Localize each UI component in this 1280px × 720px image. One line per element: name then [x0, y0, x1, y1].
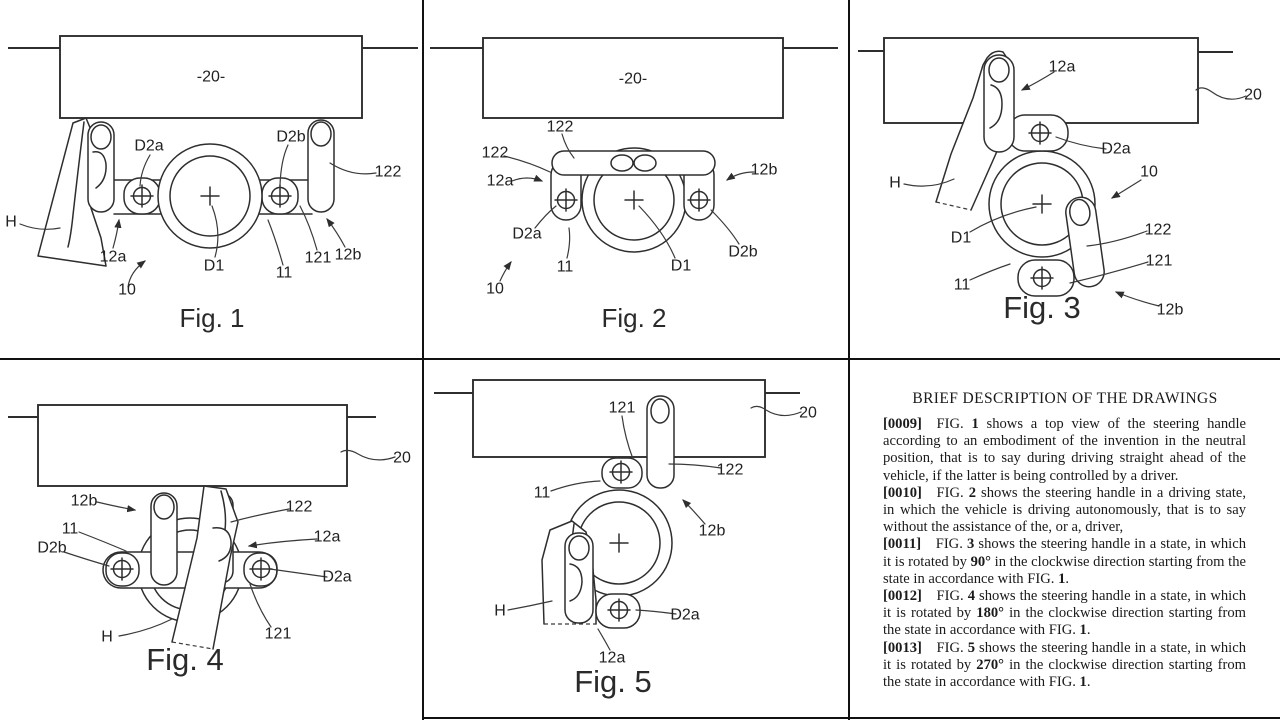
- steering-handle-bottom: [595, 593, 641, 629]
- figure-3-caption: Fig. 3: [1003, 290, 1081, 325]
- figure-ref-label: H: [5, 214, 17, 231]
- figure-ref-label: 121: [1146, 253, 1173, 270]
- leader-lines: [507, 405, 802, 651]
- figure-ref-label: -20-: [197, 69, 225, 86]
- vertical-divider-2: [848, 0, 850, 720]
- figure-ref-label: D1: [204, 258, 225, 275]
- steering-column: [8, 35, 418, 119]
- figure-ref-label: 122: [1145, 222, 1172, 239]
- description-paragraph: [0012] FIG. 4 shows the steering handle …: [883, 588, 1246, 639]
- description-paragraph: [0013] FIG. 5 shows the steering handle …: [883, 639, 1246, 691]
- driver-hand: [541, 520, 597, 625]
- description-paragraph: [0011] FIG. 3 shows the steering handle …: [883, 536, 1246, 587]
- steering-column: [430, 37, 838, 119]
- figure-1-caption: Fig. 1: [179, 303, 245, 333]
- figure-ref-label: D1: [671, 258, 692, 275]
- figure-ref-label: 12a: [1049, 59, 1076, 76]
- figure-ref-label: 121: [609, 400, 636, 417]
- figure-ref-label: 11: [276, 265, 293, 282]
- driver-hand: [935, 50, 1015, 211]
- figure-ref-label: H: [494, 603, 506, 620]
- right-grip: [307, 119, 335, 213]
- steering-handle: [550, 147, 716, 253]
- driver-hand: [171, 485, 239, 650]
- vertical-divider-1: [422, 0, 424, 720]
- leader-lines: [499, 133, 755, 282]
- brief-description-panel: BRIEF DESCRIPTION OF THE DRAWINGS [0009]…: [850, 360, 1280, 717]
- description-title: BRIEF DESCRIPTION OF THE DRAWINGS: [912, 390, 1218, 407]
- description-paragraph: [0009] FIG. 1 shows a top view of the st…: [883, 416, 1246, 484]
- steering-handle: [113, 119, 335, 249]
- figure-ref-label: D2b: [37, 540, 66, 557]
- figure-ref-label: 12b: [751, 162, 778, 179]
- figure-ref-label: 10: [486, 281, 504, 298]
- figure-ref-label: 10: [1140, 164, 1158, 181]
- figure-ref-label: 122: [375, 164, 402, 181]
- figure-ref-label: 121: [305, 250, 332, 267]
- figure-ref-label: 122: [547, 119, 574, 136]
- figure-4-caption: Fig. 4: [146, 642, 224, 677]
- lower-grip: [1065, 196, 1105, 288]
- figure-ref-label: D2a: [512, 226, 541, 243]
- figure-ref-label: D2a: [1101, 141, 1130, 158]
- figure-ref-label: 12b: [1157, 302, 1184, 319]
- steering-column: [434, 379, 800, 458]
- steering-column: [8, 404, 376, 487]
- figure-ref-label: 11: [62, 521, 79, 538]
- figure-2-caption: Fig. 2: [601, 303, 667, 333]
- figure-ref-label: 121: [265, 626, 292, 643]
- figure-ref-label: D2b: [276, 129, 305, 146]
- left-grip: [87, 121, 115, 213]
- leader-lines: [903, 71, 1247, 307]
- horizontal-divider: [0, 358, 1280, 360]
- figure-ref-label: 11: [954, 277, 971, 294]
- figure-ref-label: H: [889, 175, 901, 192]
- figure-ref-label: 122: [717, 462, 744, 479]
- figure-ref-label: 20: [393, 450, 411, 467]
- bottom-border: [422, 717, 1280, 719]
- description-paragraph: [0010] FIG. 2 shows the steering handle …: [883, 484, 1247, 536]
- description-paragraphs: [0009] FIG. 1 shows a top view of the st…: [883, 416, 1246, 691]
- figure-ref-label: 12a: [100, 249, 127, 266]
- steering-handle: [988, 114, 1105, 297]
- figure-ref-label: 12a: [599, 650, 626, 667]
- figure-5-caption: Fig. 5: [574, 664, 652, 699]
- leader-lines: [19, 144, 377, 288]
- figure-ref-label: D2a: [670, 607, 699, 624]
- figure-ref-label: 11: [557, 259, 574, 276]
- leader-lines: [63, 449, 396, 637]
- steering-column: [858, 37, 1233, 124]
- figure-ref-label: 10: [118, 282, 136, 299]
- figure-ref-label: D1: [951, 230, 972, 247]
- figure-ref-label: D2a: [322, 569, 351, 586]
- figure-ref-label: 12b: [71, 493, 98, 510]
- figure-ref-label: 12a: [314, 529, 341, 546]
- figure-ref-label: 122: [482, 145, 509, 162]
- figure-ref-label: -20-: [619, 71, 647, 88]
- figure-ref-label: 12b: [335, 247, 362, 264]
- figure-ref-label: 12b: [699, 523, 726, 540]
- driver-hand: [37, 117, 115, 267]
- left-grip: [150, 492, 178, 586]
- figure-ref-label: D2a: [134, 138, 163, 155]
- figure-ref-label: 12a: [487, 173, 514, 190]
- figure-ref-label: 122: [286, 499, 313, 516]
- figure-ref-label: 20: [1244, 87, 1262, 104]
- figure-ref-label: 11: [534, 485, 551, 502]
- figure-ref-label: D2b: [728, 244, 757, 261]
- figure-ref-label: 20: [799, 405, 817, 422]
- figure-ref-label: H: [101, 629, 113, 646]
